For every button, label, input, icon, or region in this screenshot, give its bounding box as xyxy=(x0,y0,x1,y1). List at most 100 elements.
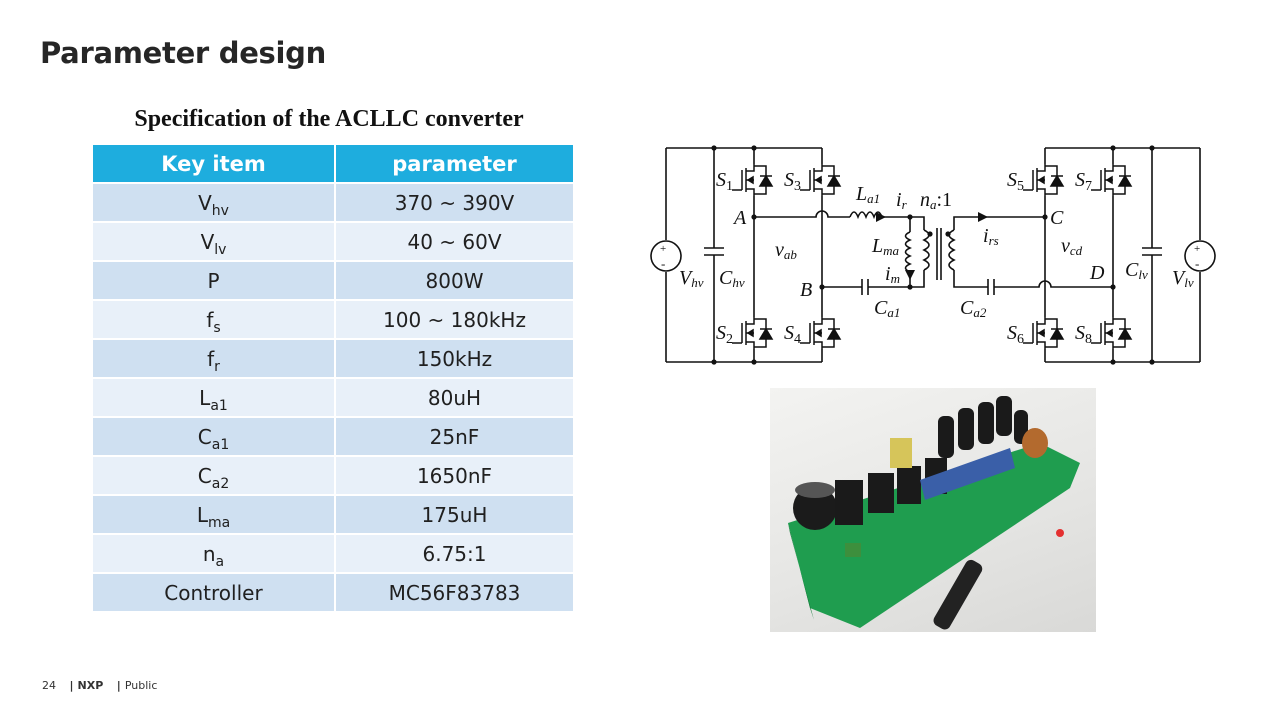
table-header-row: Key item parameter xyxy=(91,143,575,184)
label-irs: irs xyxy=(983,225,999,248)
parameter-value-cell: 800W xyxy=(334,260,575,301)
footer-separator: | xyxy=(69,679,74,692)
key-item-subscript: a1 xyxy=(210,397,228,414)
key-item-subscript: ma xyxy=(207,514,231,531)
key-item-cell: Ca2 xyxy=(91,455,336,496)
parameter-value-cell: 40 ~ 60V xyxy=(334,221,575,262)
key-item-symbol: C xyxy=(197,424,212,449)
node-a-dot xyxy=(751,214,757,220)
parameter-value-cell: 25nF xyxy=(334,416,575,457)
parameter-value-cell: 150kHz xyxy=(334,338,575,379)
parameter-value-cell: 80uH xyxy=(334,377,575,418)
mosfet-switch-icon: S2 xyxy=(716,317,774,349)
schematic-markers xyxy=(711,145,1155,365)
key-item-subscript: a1 xyxy=(211,436,230,453)
dot-secondary xyxy=(945,231,951,237)
footer-brand: NXP xyxy=(77,679,104,692)
node-d-dot xyxy=(1110,284,1116,290)
svg-text:-: - xyxy=(661,256,665,271)
mosfet-switch-icon: S6 xyxy=(1007,317,1065,349)
label-vlv: Vlv xyxy=(1172,267,1194,290)
label-la1: La1 xyxy=(855,183,880,206)
label-vab: vab xyxy=(775,239,797,262)
mosfet-switch-icon: S1 xyxy=(716,164,774,196)
key-item-cell: fr xyxy=(91,338,336,379)
node-c-dot xyxy=(1042,214,1048,220)
footer: 24 |NXP |Public xyxy=(42,679,157,692)
key-item-symbol: P xyxy=(207,268,220,293)
parameter-value-cell: 370 ~ 390V xyxy=(334,182,575,223)
key-item-cell: Ca1 xyxy=(91,416,336,457)
vhv-source-icon: + - xyxy=(650,240,682,272)
dot-primary xyxy=(927,231,933,237)
ir-arrow-icon xyxy=(876,212,886,222)
label-node-b: B xyxy=(800,279,812,301)
label-node-c: C xyxy=(1050,207,1064,229)
svg-text:+: + xyxy=(1194,243,1200,255)
label-ca2: Ca2 xyxy=(960,297,987,320)
key-item-symbol: V xyxy=(200,229,215,254)
key-item-subscript: a xyxy=(215,553,225,570)
key-item-subscript: s xyxy=(213,319,221,336)
mosfet-switch-icon: S3 xyxy=(784,164,842,196)
label-node-a: A xyxy=(732,207,747,229)
label-chv: Chv xyxy=(719,267,745,290)
key-item-subscript: hv xyxy=(211,202,229,219)
header-parameter: parameter xyxy=(334,143,575,184)
key-item-cell: La1 xyxy=(91,377,336,418)
switch-label: S4 xyxy=(784,322,801,347)
im-arrow-icon xyxy=(905,270,915,280)
switch-label: S2 xyxy=(716,322,733,347)
key-item-cell: Lma xyxy=(91,494,336,535)
key-item-cell: Vlv xyxy=(91,221,336,262)
mosfet-switch-icon: S5 xyxy=(1007,164,1065,196)
key-item-symbol: L xyxy=(196,502,208,527)
label-clv: Clv xyxy=(1125,259,1148,282)
label-lma: Lma xyxy=(871,235,900,258)
switch-label: S3 xyxy=(784,169,801,194)
mosfet-switch-icon: S7 xyxy=(1075,164,1133,196)
label-vcd: vcd xyxy=(1061,235,1083,258)
key-item-symbol: f xyxy=(207,346,215,371)
key-item-cell: fs xyxy=(91,299,336,340)
key-item-subscript: lv xyxy=(214,241,227,258)
parameter-value-cell: 175uH xyxy=(334,494,575,535)
mosfet-switch-icon: S4 xyxy=(784,317,842,349)
svg-text:-: - xyxy=(1195,256,1199,271)
switch-label: S5 xyxy=(1007,169,1024,194)
key-item-symbol: V xyxy=(198,190,212,215)
key-item-symbol: C xyxy=(197,463,212,488)
key-item-subscript: a2 xyxy=(211,475,230,492)
page-number: 24 xyxy=(42,679,56,692)
board-illustration xyxy=(788,396,1080,630)
node-b-dot xyxy=(819,284,825,290)
footer-classification: Public xyxy=(124,679,158,692)
parameter-value-cell: 6.75:1 xyxy=(334,533,575,574)
key-item-symbol: Controller xyxy=(164,580,263,605)
label-ca1: Ca1 xyxy=(874,297,900,320)
key-item-symbol: n xyxy=(202,541,216,566)
mosfet-switch-icon: S8 xyxy=(1075,317,1133,349)
parameter-value-cell: 100 ~ 180kHz xyxy=(334,299,575,340)
label-turns-ratio: na:1 xyxy=(920,189,952,212)
key-item-cell: Vhv xyxy=(91,182,336,223)
converter-board-photo xyxy=(770,388,1096,632)
table-row: P 800W xyxy=(91,260,575,301)
label-im: im xyxy=(885,263,900,286)
header-key-item: Key item xyxy=(91,143,336,184)
switch-label: S6 xyxy=(1007,322,1024,347)
switch-label: S7 xyxy=(1075,169,1092,194)
table-caption: Specification of the ACLLC converter xyxy=(134,106,524,132)
key-item-cell: na xyxy=(91,533,336,574)
key-item-symbol: L xyxy=(199,385,211,410)
